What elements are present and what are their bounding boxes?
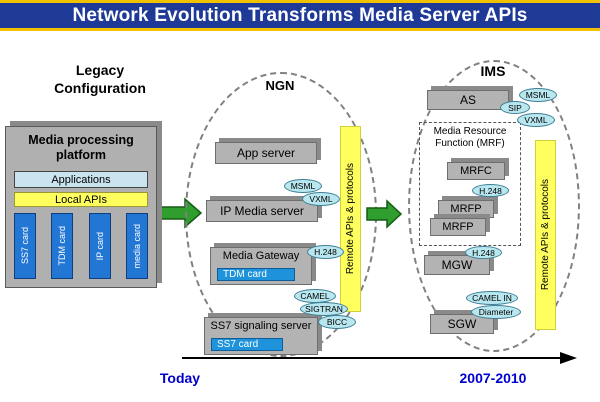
- diameter-oval: Diameter: [471, 305, 521, 319]
- mrf-title: Media Resource Function (MRF): [433, 126, 507, 149]
- ip-card: IP card: [88, 213, 111, 279]
- camel-oval: CAMEL: [294, 289, 336, 303]
- mrfp-front-box: MRFP: [430, 218, 486, 236]
- ngn-h248-oval: H.248: [307, 245, 344, 259]
- mrf-box: Media Resource Function (MRF): [419, 122, 521, 246]
- media-gateway-box: Media Gateway TDM card: [210, 247, 312, 285]
- mgw-box: MGW: [424, 255, 490, 275]
- ngn-label: NGN: [265, 78, 295, 93]
- media-gateway-title: Media Gateway: [222, 250, 300, 262]
- legacy-heading: Legacy Configuration: [54, 62, 146, 96]
- mgw-h248-oval: H.248: [465, 246, 502, 259]
- ims-msml-oval: MSML: [519, 88, 557, 102]
- ngn-tdm-card: TDM card: [217, 268, 295, 281]
- legacy-platform-box: Media processing platform Applications L…: [5, 126, 157, 288]
- app-server-box: App server: [215, 142, 317, 164]
- ims-label: IMS: [480, 63, 506, 79]
- ss7-signaling-server-box: SS7 signaling server SS7 card: [204, 317, 318, 355]
- ngn-ss7-card: SS7 card: [211, 338, 283, 351]
- timeline-arrow: [182, 352, 577, 364]
- sgw-box: SGW: [430, 314, 494, 334]
- ngn-vxml-oval: VXML: [302, 192, 340, 206]
- slide-title-bar: Network Evolution Transforms Media Serve…: [0, 0, 600, 31]
- as-box: AS: [427, 90, 509, 110]
- ims-remote-apis-bar: Remote APIs & protocols: [535, 140, 556, 330]
- arrow-right-icon: [366, 199, 402, 229]
- media-card: media card: [125, 213, 148, 279]
- ims-ellipse: [408, 60, 580, 352]
- mrfp-back-box: MRFP: [438, 200, 494, 218]
- tdm-card: TDM card: [51, 213, 74, 279]
- ss7-card: SS7 card: [14, 213, 36, 279]
- ip-media-server-box: IP Media server: [206, 200, 318, 222]
- mrfc-box: MRFC: [447, 162, 505, 180]
- slide-title: Network Evolution Transforms Media Serve…: [72, 4, 528, 26]
- bicc-oval: BICC: [318, 315, 356, 329]
- ngn-remote-apis-bar: Remote APIs & protocols: [340, 126, 361, 312]
- mrf-h248-oval: H.248: [472, 184, 509, 197]
- ngn-msml-oval: MSML: [284, 179, 322, 193]
- sigtran-oval: SIGTRAN: [300, 302, 348, 316]
- timeline-today-label: Today: [159, 370, 201, 386]
- legacy-platform-title: Media processing platform: [28, 133, 134, 162]
- legacy-cards: SS7 card TDM card IP card media card: [14, 213, 148, 279]
- timeline-2007-2010-label: 2007-2010: [459, 370, 527, 386]
- sip-oval: SIP: [500, 101, 530, 114]
- ss7-signaling-server-title: SS7 signaling server: [210, 320, 312, 332]
- applications-bar: Applications: [14, 171, 148, 188]
- camel-in-oval: CAMEL IN: [466, 291, 518, 305]
- ims-vxml-oval: VXML: [517, 113, 555, 127]
- local-apis-bar: Local APIs: [14, 192, 148, 207]
